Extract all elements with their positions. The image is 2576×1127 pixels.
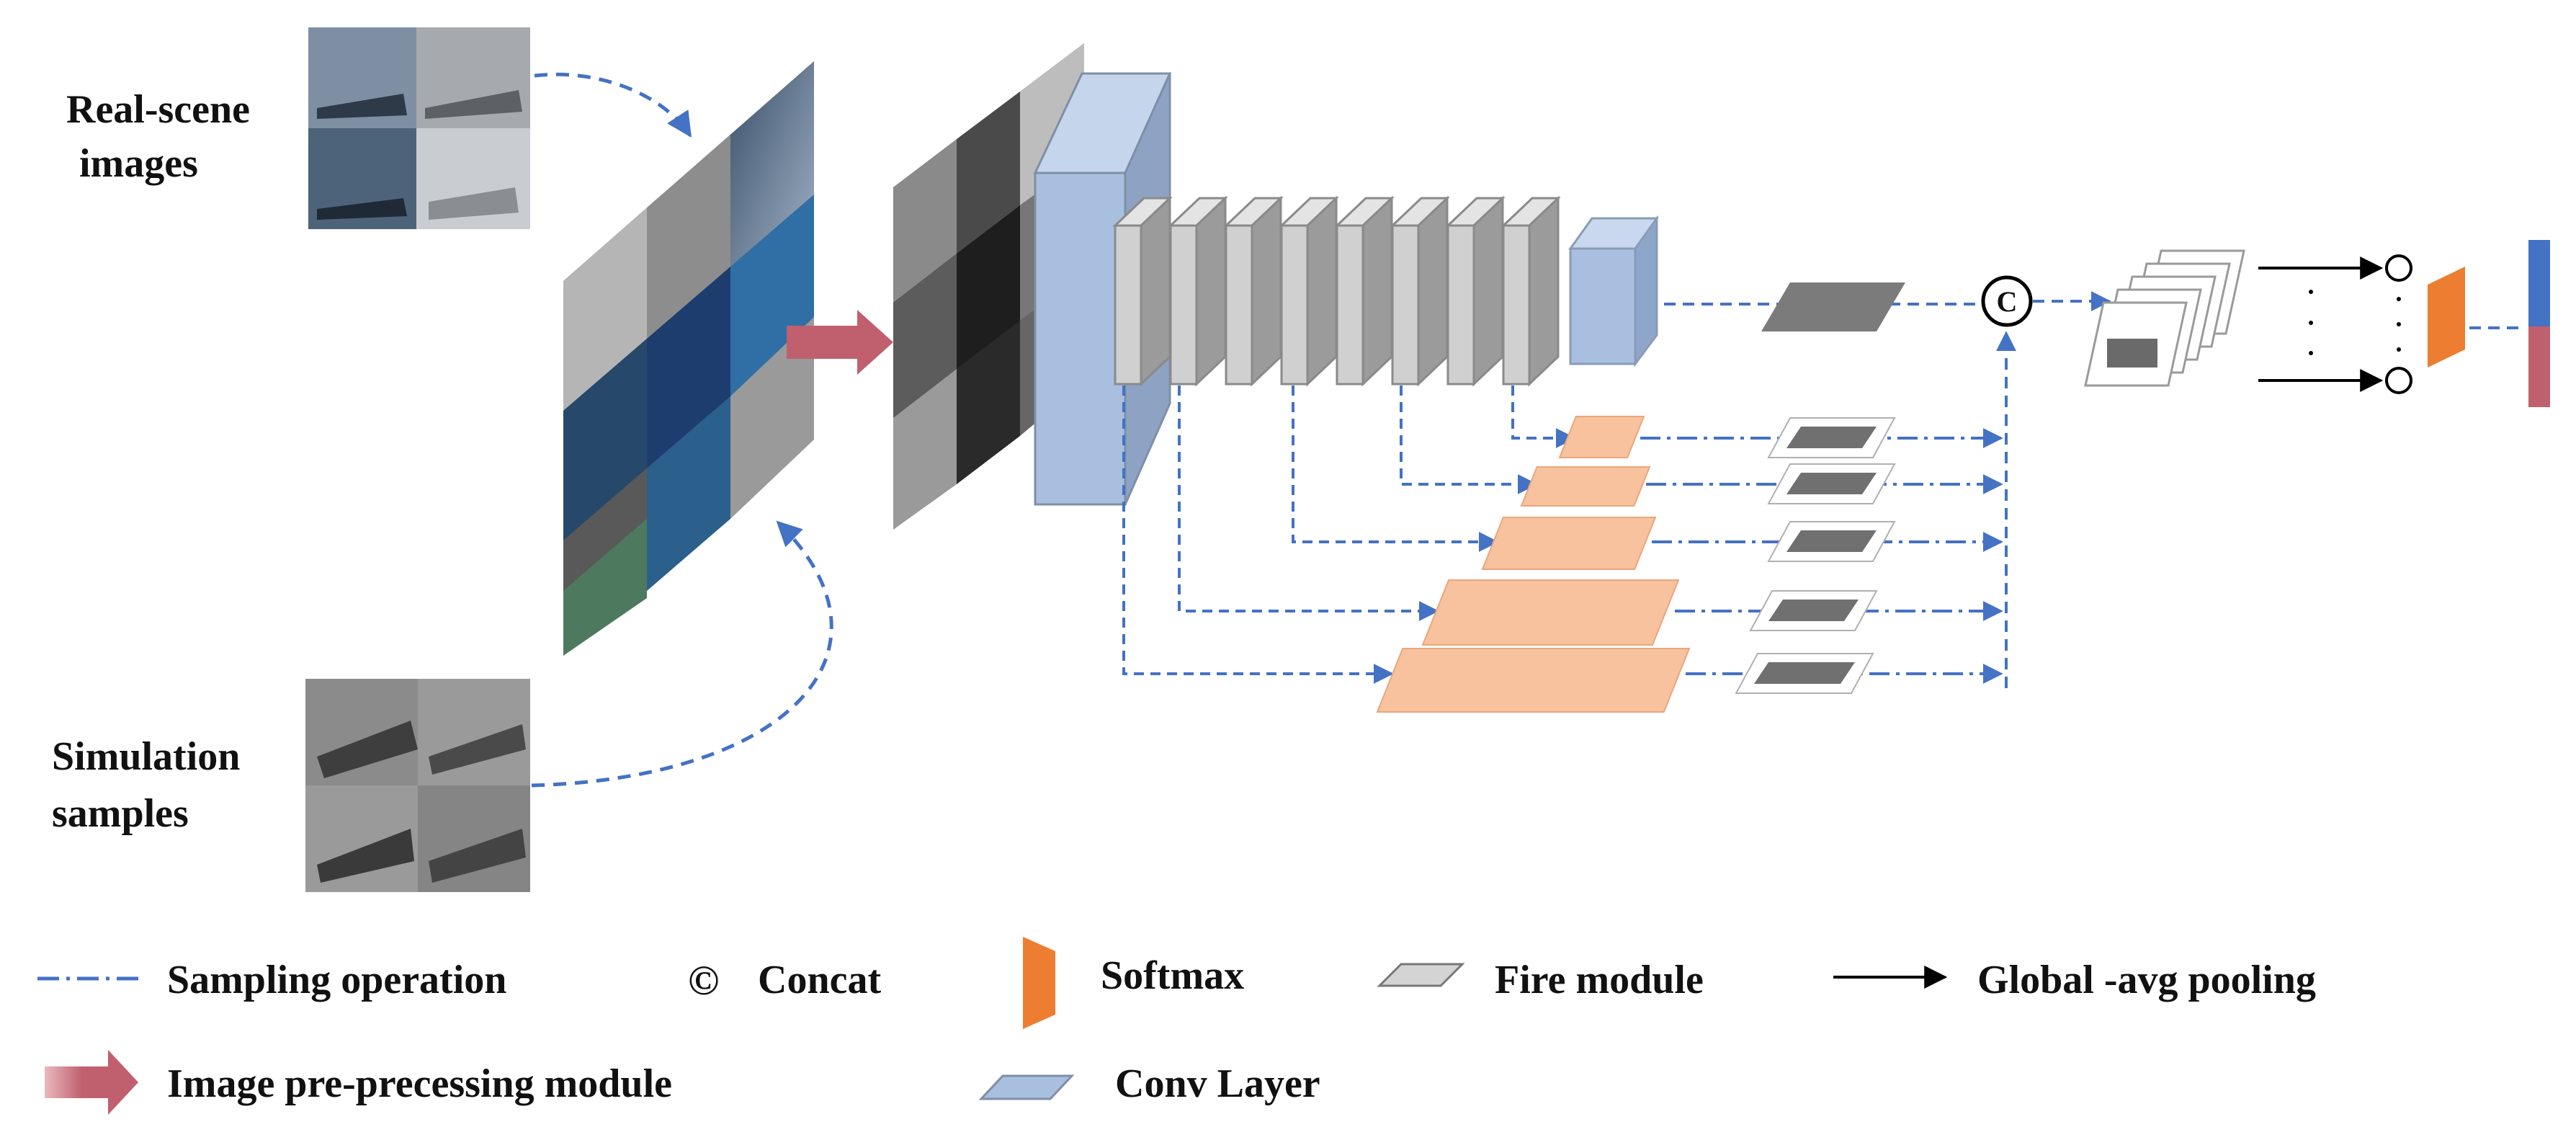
branch-connector	[1292, 386, 1499, 552]
branch-feature-map-content	[1754, 662, 1855, 684]
legend-fire-label: Fire module	[1495, 958, 1704, 1002]
simulation-samples-thumbnail	[305, 679, 530, 892]
fire-module-4	[1279, 195, 1339, 387]
fire-module-7	[1445, 195, 1506, 387]
branch-feature-map-content	[1768, 600, 1859, 621]
ellipsis-dots-left	[2309, 290, 2313, 355]
branch-1	[1511, 386, 2003, 458]
branch-connector	[1511, 386, 1576, 448]
fire-module-front-face	[1114, 224, 1142, 386]
output-bar-class-a	[2528, 240, 2550, 326]
neuron-bottom	[2385, 367, 2412, 394]
neuron-top	[2385, 254, 2412, 282]
multi-scale-branches	[1122, 386, 2003, 713]
fire-module-front-face	[1225, 224, 1253, 386]
branch-feature-plane	[1558, 416, 1645, 458]
fire-module-front-face	[1391, 224, 1420, 386]
real-scene-images-thumbnail	[308, 27, 530, 229]
simulation-label-line1: Simulation	[52, 734, 240, 779]
legend-fire-icon	[1377, 963, 1465, 987]
branch-feature-map-content	[1786, 427, 1877, 448]
fire-module-side-face	[1140, 195, 1171, 387]
preprocessing-arrow	[787, 310, 893, 375]
branch-feature-map-content	[1786, 530, 1877, 552]
softmax-block	[2428, 267, 2465, 368]
fire-module-side-face	[1306, 195, 1338, 387]
mixed-image-mosaic	[563, 61, 814, 656]
branch-5	[1122, 386, 2003, 713]
branch-3	[1292, 386, 2003, 570]
branch-feature-plane	[1421, 579, 1680, 646]
stacked-feature-maps	[2084, 249, 2245, 387]
fire-module-5	[1334, 195, 1395, 387]
branch-4	[1178, 386, 2003, 646]
legend-preprocess-label: Image pre-precessing module	[167, 1061, 672, 1106]
branch-2	[1400, 386, 2003, 507]
fire-module-8	[1501, 195, 1561, 387]
legend-softmax-label: Softmax	[1101, 953, 1244, 998]
final-conv-cube	[1568, 215, 1659, 368]
legend-sampling-label: Sampling operation	[167, 958, 506, 1002]
legend-conv-icon	[978, 1074, 1075, 1100]
real-to-mosaic-arrow	[534, 72, 692, 138]
fire-module-1	[1112, 195, 1173, 387]
fire-module-3	[1223, 195, 1284, 387]
simulation-label-line2: samples	[52, 791, 189, 836]
fire-module-6	[1390, 195, 1450, 387]
real-scene-label-line2: images	[79, 141, 198, 186]
fire-module-front-face	[1169, 224, 1198, 386]
branch-feature-plane	[1376, 648, 1691, 713]
output-bar-class-b	[2528, 326, 2550, 407]
fire-module-side-face	[1251, 195, 1282, 387]
simulation-to-mosaic-arrow	[531, 520, 833, 788]
fire-module-side-face	[1417, 195, 1449, 387]
fire-module-side-face	[1472, 195, 1504, 387]
fire-module-side-face	[1195, 195, 1227, 387]
fire-module-side-face	[1361, 195, 1393, 387]
concat-node	[1981, 275, 2033, 327]
fire-module-front-face	[1280, 224, 1309, 386]
real-scene-label-line1: Real-scene	[66, 87, 250, 132]
branch-connector	[1122, 386, 1394, 684]
legend-concat-icon: ©	[688, 957, 719, 1004]
fire-module-2	[1168, 195, 1228, 387]
branch-connector	[1178, 386, 1439, 621]
stacked-feature-map-content	[2107, 339, 2157, 368]
legend: Sampling operation © Concat Softmax Fire…	[37, 937, 2316, 1115]
branch-feature-plane	[1520, 466, 1651, 507]
branch-connector	[1400, 386, 1538, 494]
legend-preprocess-icon	[45, 1050, 138, 1115]
legend-conv-label: Conv Layer	[1115, 1061, 1320, 1106]
legend-gap-label: Global -avg pooling	[1977, 958, 2316, 1002]
fire-module-front-face	[1502, 224, 1531, 386]
legend-softmax-icon	[1023, 937, 1055, 1029]
ellipsis-dots-right	[2397, 297, 2401, 352]
fire-module-stack	[1112, 195, 1561, 387]
top-feature-map	[1761, 282, 1905, 331]
fire-module-side-face	[1528, 195, 1560, 387]
branch-feature-plane	[1481, 517, 1657, 570]
fire-module-front-face	[1336, 224, 1364, 386]
fire-module-front-face	[1446, 224, 1475, 386]
concat-node-label: C	[1997, 285, 2018, 318]
branch-feature-map-content	[1786, 473, 1877, 494]
legend-concat-label: Concat	[758, 958, 881, 1002]
